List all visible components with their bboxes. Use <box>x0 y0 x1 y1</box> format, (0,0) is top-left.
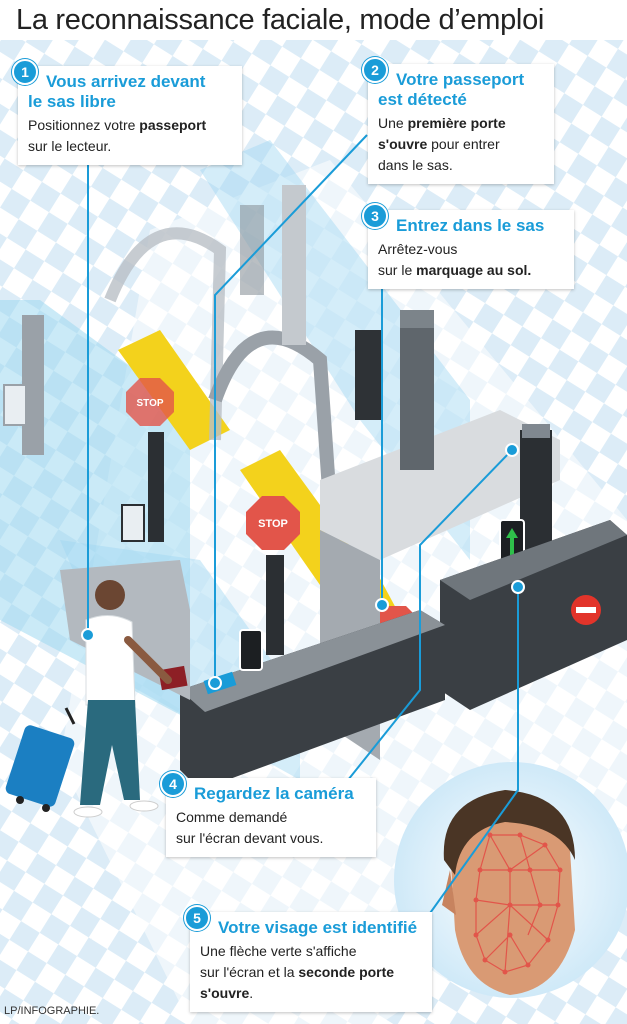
stop-sign-back: STOP <box>126 378 174 426</box>
step-4-text-line1: Comme demandé <box>176 809 288 825</box>
step-1-text-bold: passeport <box>139 117 207 133</box>
step-2-callout: 2 Votre passeport est détecté Une premiè… <box>362 57 554 184</box>
leader-4 <box>339 449 513 791</box>
step-5-text-line3: . <box>249 985 254 1001</box>
arch-front <box>208 330 352 721</box>
step-4-callout: 4 Regardez la caméra Comme demandé sur l… <box>160 771 376 857</box>
first-door-panel <box>266 555 284 655</box>
step-5-text-bold-2: s'ouvre <box>200 985 250 1001</box>
step-5-text-line1: Une flèche verte s'affiche <box>200 943 357 959</box>
suitcase <box>5 707 76 812</box>
step-1-badge: 1 <box>12 59 38 85</box>
front-screen <box>239 629 263 671</box>
step-3-callout: 3 Entrez dans le sas Arrêtez-vous sur le… <box>362 203 574 289</box>
face-mesh-points <box>473 832 563 975</box>
counter-front <box>180 610 445 790</box>
svg-text:STOP: STOP <box>258 518 288 530</box>
step-4-title-line1: Regardez la caméra <box>194 784 354 803</box>
step-4-badge: 4 <box>160 771 186 797</box>
step-2-title-line1: Votre passeport <box>396 70 525 89</box>
left-gate-screen-2 <box>121 504 145 542</box>
page-title: La reconnaissance faciale, mode d’emploi <box>16 4 545 36</box>
step-2-title-line2: est détecté <box>378 90 467 109</box>
gate-pillar-back <box>282 185 306 345</box>
leader-2 <box>214 134 368 683</box>
counter-back <box>320 410 560 560</box>
step-5-badge: 5 <box>184 905 210 931</box>
front-camera-pillar-top <box>522 424 550 438</box>
leader-lines <box>87 134 519 931</box>
left-gate-panel <box>148 432 164 542</box>
second-door-panel <box>355 330 381 420</box>
stop-sign-mid: STOP <box>246 496 300 550</box>
step-2-text-line1: Une <box>378 115 408 131</box>
left-gate-pillar <box>22 315 44 455</box>
step-1-text-line1: Positionnez votre <box>28 117 140 133</box>
step-2-badge: 2 <box>362 57 388 83</box>
leader-dots <box>81 443 525 690</box>
step-1-title-line1: Vous arrivez devant <box>46 72 206 91</box>
step-5-title-line1: Votre visage est identifié <box>218 918 418 937</box>
step-4-text-line2: sur l'écran devant vous. <box>176 830 324 846</box>
step-1-title-line2: le sas libre <box>28 92 116 111</box>
traveller-figure <box>73 580 188 818</box>
counter-front-top <box>180 610 445 712</box>
left-gate-screen <box>3 384 27 426</box>
step-1-text-line2: sur le lecteur. <box>28 138 112 154</box>
credit: LP/INFOGRAPHIE. <box>4 1005 100 1017</box>
arch-back <box>104 227 227 441</box>
step-2-text-bold-2: s'ouvre <box>378 136 428 152</box>
step-5-text-line2: sur l'écran et la <box>200 964 299 980</box>
leader-5 <box>417 585 519 931</box>
floor-marking-back <box>118 330 230 450</box>
green-arrow-icon <box>506 528 518 556</box>
camera-pillar <box>400 320 434 470</box>
step-3-text-line1: Arrêtez-vous <box>378 241 458 257</box>
step-1-callout: 1 Vous arrivez devant le sas libre Posit… <box>12 59 242 165</box>
step-5-callout: 5 Votre visage est identifié Une flèche … <box>184 905 432 1012</box>
step-5-text-bold-1: seconde porte <box>298 964 395 980</box>
step-2-text-line2: pour entrer <box>427 136 500 152</box>
camera-pillar-top <box>400 310 434 328</box>
counter-front-right-top <box>440 520 627 600</box>
step-3-badge: 3 <box>362 203 388 229</box>
step-3-text-line2: sur le <box>378 262 417 278</box>
step-3-title-line1: Entrez dans le sas <box>396 216 545 235</box>
svg-text:STOP: STOP <box>136 398 163 409</box>
step-2-text-bold-1: première porte <box>407 115 506 131</box>
step-2-text-line3: dans le sas. <box>378 157 453 173</box>
gate-panel-back <box>240 205 264 295</box>
step-3-text-bold: marquage au sol. <box>416 262 532 278</box>
